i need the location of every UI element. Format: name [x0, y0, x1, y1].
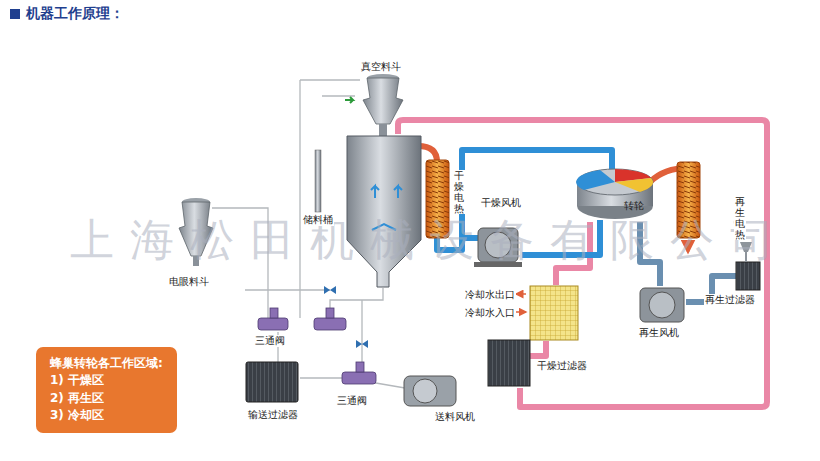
part-label: 电眼料斗 [168, 276, 210, 288]
title-bullet [10, 9, 20, 19]
part-label: 转轮 [624, 200, 644, 212]
part-label: 输送过滤器 [247, 409, 299, 421]
pinch-valve [324, 286, 368, 348]
part-label: 三通阀 [336, 395, 368, 407]
note-heading: 蜂巢转轮各工作区域: [50, 355, 163, 372]
part-label: 真空料斗 [360, 61, 402, 73]
flow-arrow [345, 97, 353, 103]
part-label: 再生过滤器 [704, 294, 756, 306]
note-item: 1) 干燥区 [50, 372, 163, 389]
cooler [516, 286, 578, 340]
part-label: 储料桶 [302, 214, 334, 226]
watermark: 上海松田机械设备有限公司 [70, 214, 790, 267]
conveying-filter [246, 362, 298, 402]
vacuum-hopper [363, 74, 403, 136]
zone-note-box: 蜂巢转轮各工作区域:1) 干燥区2) 再生区3) 冷却区 [36, 347, 177, 433]
part-label: 三通阀 [254, 335, 286, 347]
drying-filter [488, 340, 530, 386]
part-label: 干燥过滤器 [536, 360, 588, 372]
part-label: 干燥风机 [480, 197, 522, 209]
storage-tube [315, 150, 321, 212]
title: 机器工作原理： [26, 5, 124, 22]
part-label: 再生风机 [638, 327, 680, 339]
part-label: 冷却水出口 [464, 289, 516, 301]
part-label: 干燥电热 [453, 170, 465, 214]
conveying-blower [404, 376, 456, 406]
regen-fan [640, 288, 684, 322]
part-label: 再生电热 [734, 196, 746, 240]
honeycomb-rotor [576, 169, 653, 219]
note-item: 3) 冷却区 [50, 407, 163, 424]
note-item: 2) 再生区 [50, 390, 163, 407]
part-label: 冷却水入口 [464, 307, 516, 319]
part-label: 送料风机 [434, 411, 476, 423]
